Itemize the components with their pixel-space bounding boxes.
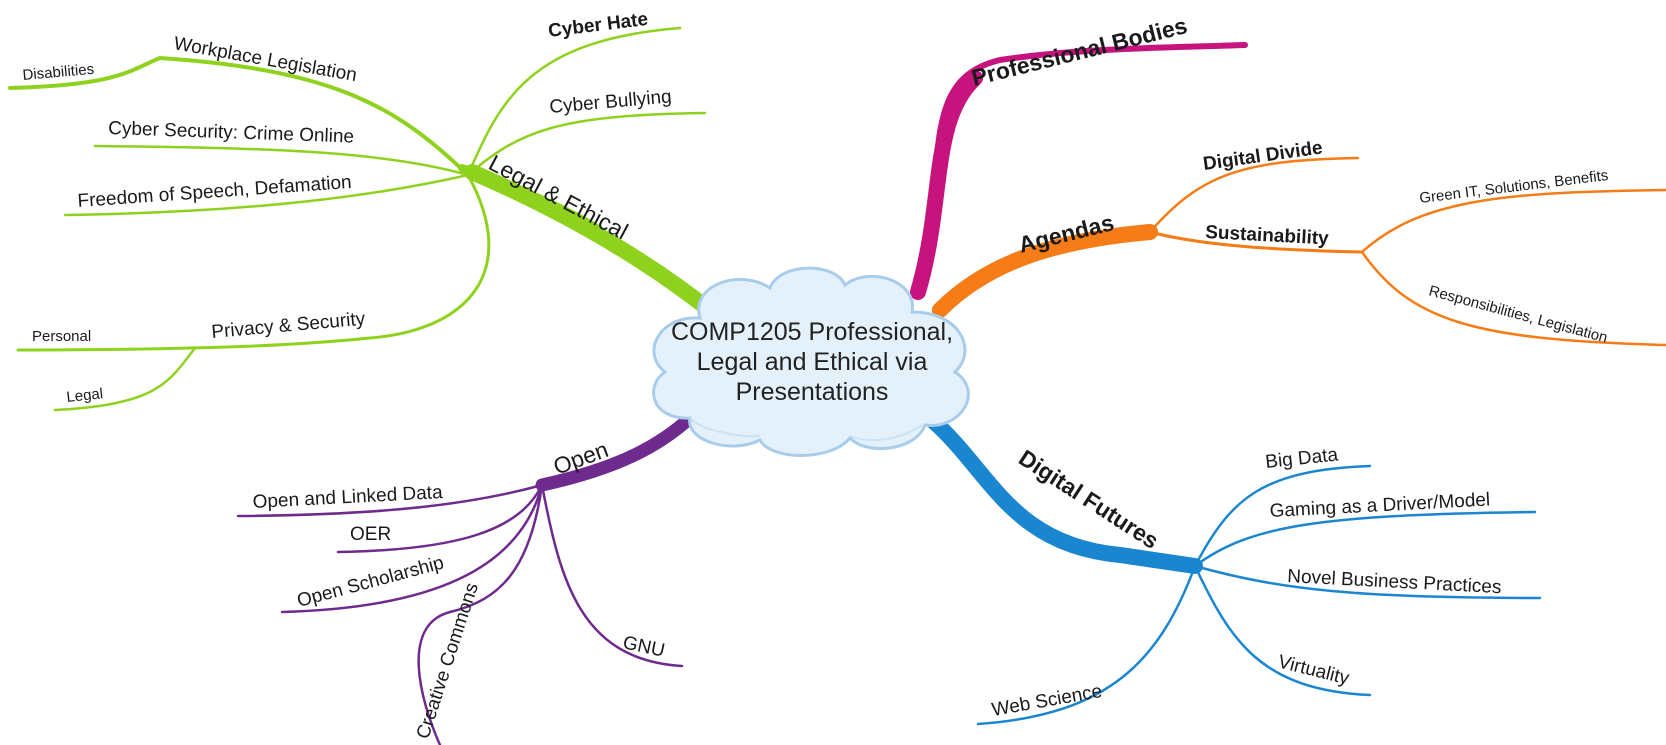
professional-main-branch-thick (910, 70, 983, 300)
central-topic-line-3: Presentations (736, 378, 889, 406)
legal-main-branch (464, 164, 720, 320)
open-main-branch (535, 411, 697, 492)
legal-ethical-label[interactable]: Legal & Ethical (485, 149, 633, 244)
cloud-highlight (689, 417, 923, 442)
web-science-label[interactable]: Web Science (990, 681, 1104, 721)
cyber-security-label[interactable]: Cyber Security: Crime Online (108, 118, 355, 148)
agendas-main-branch (932, 224, 1158, 318)
gnu-label[interactable]: GNU (621, 632, 667, 661)
freedom-of-speech-label[interactable]: Freedom of Speech, Defamation (77, 172, 352, 212)
open-scholarship-label[interactable]: Open Scholarship (295, 552, 446, 611)
cyber-hate-label[interactable]: Cyber Hate (547, 9, 649, 42)
responsibilities-label[interactable]: Responsibilities, Legislation (1427, 282, 1609, 346)
legal-sub-branches (8, 26, 707, 412)
futures-sub-branches (976, 464, 1542, 726)
cloud-shape (652, 266, 970, 457)
futures-main-branch (924, 412, 1203, 574)
central-topic-line-2: Legal and Ethical via (697, 348, 928, 376)
green-it-label[interactable]: Green IT, Solutions, Benefits (1418, 167, 1609, 207)
novel-business-label[interactable]: Novel Business Practices (1287, 566, 1502, 598)
open-sub-branches (236, 483, 684, 745)
digital-divide-label[interactable]: Digital Divide (1202, 137, 1324, 175)
oer-label[interactable]: OER (350, 524, 391, 545)
digital-futures-label[interactable]: Digital Futures (1014, 444, 1163, 554)
professional-bodies-label[interactable]: Professional Bodies (969, 12, 1190, 91)
creative-commons-label[interactable]: Creative Commons (413, 580, 483, 741)
cyber-bullying-label[interactable]: Cyber Bullying (549, 86, 673, 118)
legal-label[interactable]: Legal (66, 385, 104, 406)
privacy-security-label[interactable]: Privacy & Security (211, 309, 367, 343)
central-topic-line-1: COMP1205 Professional, (671, 318, 953, 346)
legal-main-branch-taper (458, 164, 604, 234)
disabilities-label[interactable]: Disabilities (22, 61, 95, 84)
central-cloud: COMP1205 Professional, Legal and Ethical… (652, 266, 970, 457)
personal-label[interactable]: Personal (32, 328, 91, 345)
agendas-sub-branches (1148, 156, 1666, 347)
virtuality-label[interactable]: Virtuality (1276, 651, 1352, 689)
